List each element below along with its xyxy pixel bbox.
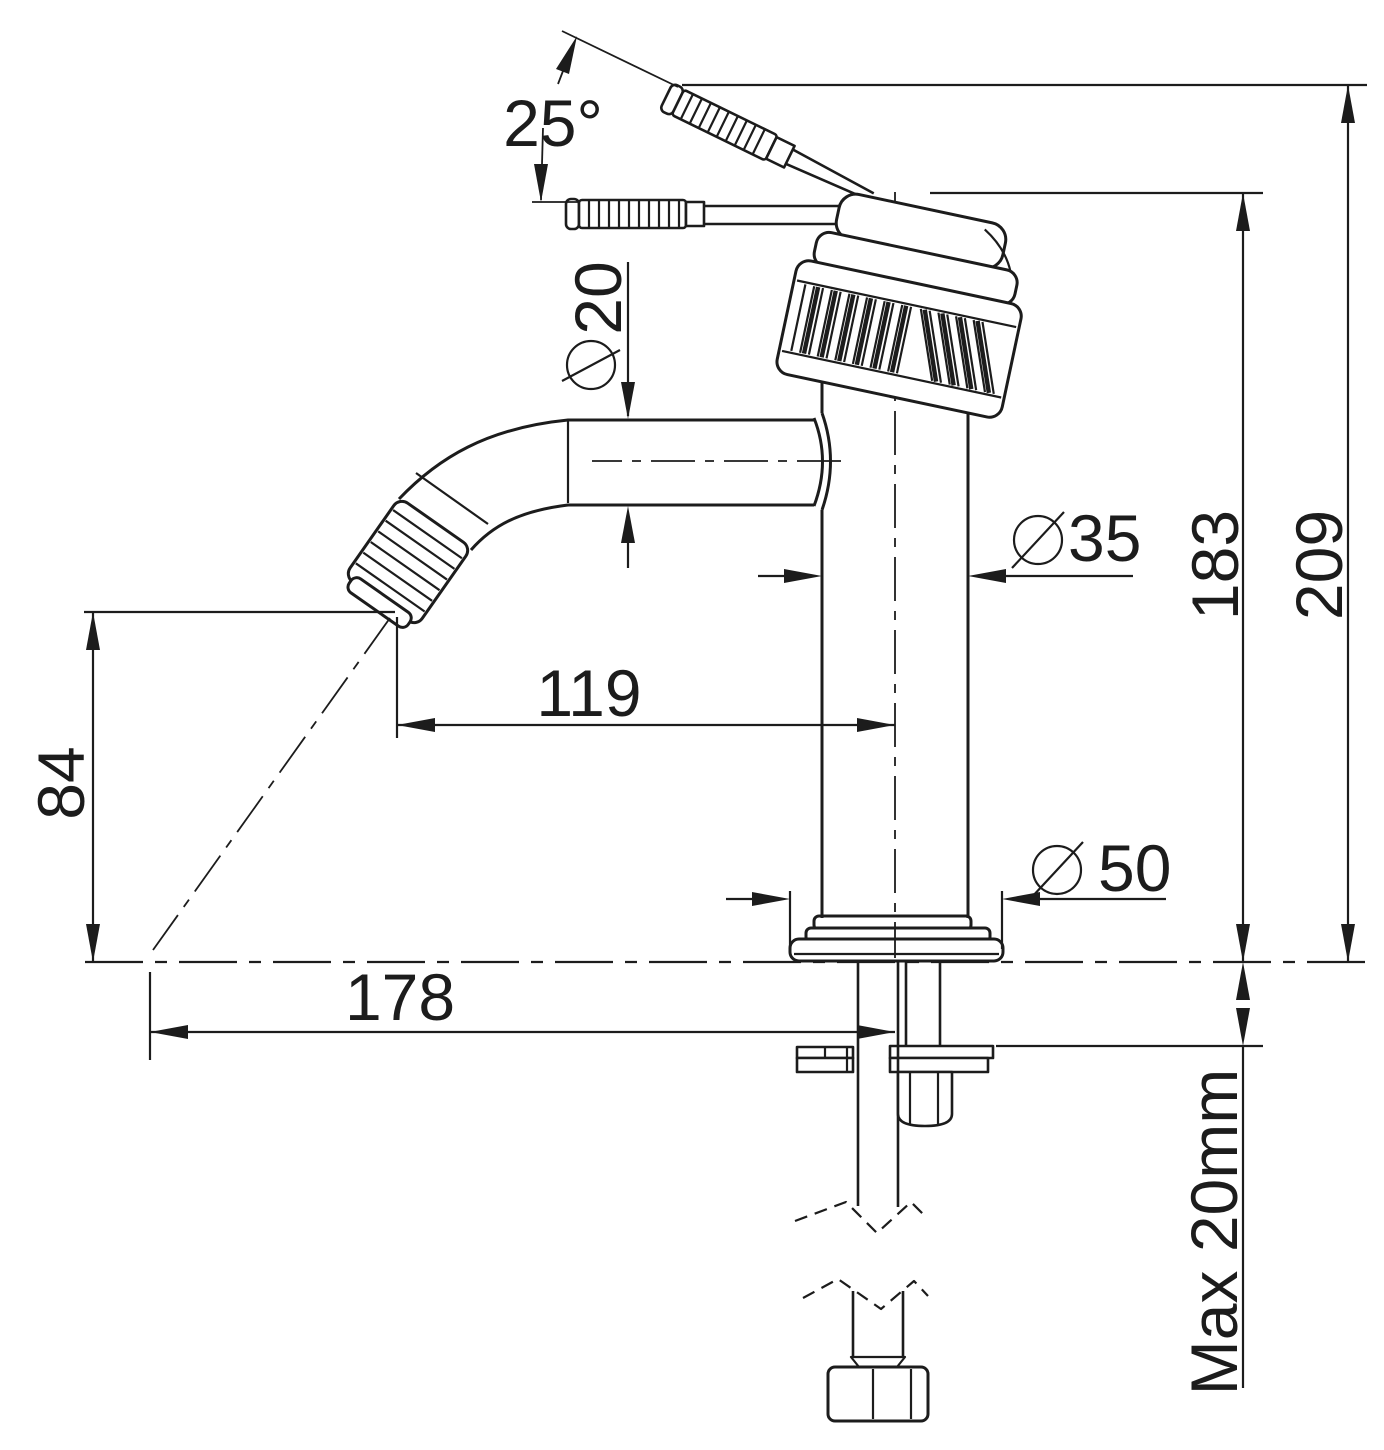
label-lever-angle: 25° bbox=[503, 86, 603, 160]
label-spout-diameter: 20 bbox=[561, 261, 635, 391]
supply-rod-lower bbox=[849, 1291, 907, 1369]
label-body-diameter-value: 35 bbox=[1068, 501, 1141, 575]
diameter-symbol bbox=[1011, 511, 1065, 569]
faucet-body bbox=[812, 368, 970, 918]
diameter-symbol bbox=[561, 339, 621, 391]
mounting-stud bbox=[904, 962, 942, 1046]
knurl-ribs-side bbox=[919, 308, 995, 395]
label-base-diameter: 50 bbox=[1030, 831, 1171, 905]
supply-rod bbox=[856, 962, 900, 1207]
aerator bbox=[346, 499, 470, 629]
stream-axis-line bbox=[152, 617, 391, 951]
label-outlet-height: 84 bbox=[24, 746, 98, 819]
label-total-reach: 178 bbox=[345, 960, 455, 1034]
break-lines bbox=[794, 1200, 929, 1311]
label-base-diameter-value: 50 bbox=[1098, 831, 1171, 905]
label-max-deck-thickness: Max 20mm bbox=[1177, 1069, 1251, 1395]
clamp-bracket bbox=[795, 1044, 995, 1074]
dimension-base-diameter bbox=[726, 891, 1166, 949]
base-escutcheon bbox=[788, 914, 1005, 963]
label-body-diameter: 35 bbox=[1011, 501, 1141, 575]
spout bbox=[346, 418, 841, 629]
dimension-total-reach bbox=[148, 972, 895, 1060]
dimension-spout-reach bbox=[395, 617, 895, 738]
handle-raised bbox=[659, 83, 875, 202]
dimension-body-diameter bbox=[758, 569, 1133, 583]
handle-tip bbox=[564, 197, 581, 231]
dimension-spout-diameter bbox=[621, 262, 635, 568]
handle-horizontal bbox=[564, 197, 856, 231]
mounting-nut bbox=[896, 1070, 954, 1128]
label-overall-height: 209 bbox=[1282, 510, 1356, 620]
labels: 25° 20 35 50 84 119 178 183 bbox=[24, 86, 1356, 1395]
handle-raised-grip bbox=[671, 89, 778, 161]
dimension-max-deck bbox=[996, 962, 1263, 1388]
supply-hex-nut bbox=[826, 1365, 930, 1423]
dimension-lever-angle bbox=[532, 30, 679, 203]
dimension-body-height bbox=[930, 191, 1263, 962]
cartridge-cap bbox=[775, 192, 1023, 419]
knurl-ribs-front bbox=[790, 284, 913, 374]
dimension-overall-height bbox=[682, 83, 1367, 962]
diameter-symbol bbox=[1030, 841, 1084, 899]
label-spout-diameter-value: 20 bbox=[561, 261, 635, 334]
label-body-height: 183 bbox=[1178, 510, 1252, 620]
label-spout-reach: 119 bbox=[536, 656, 641, 730]
dimension-outlet-height bbox=[84, 610, 395, 962]
